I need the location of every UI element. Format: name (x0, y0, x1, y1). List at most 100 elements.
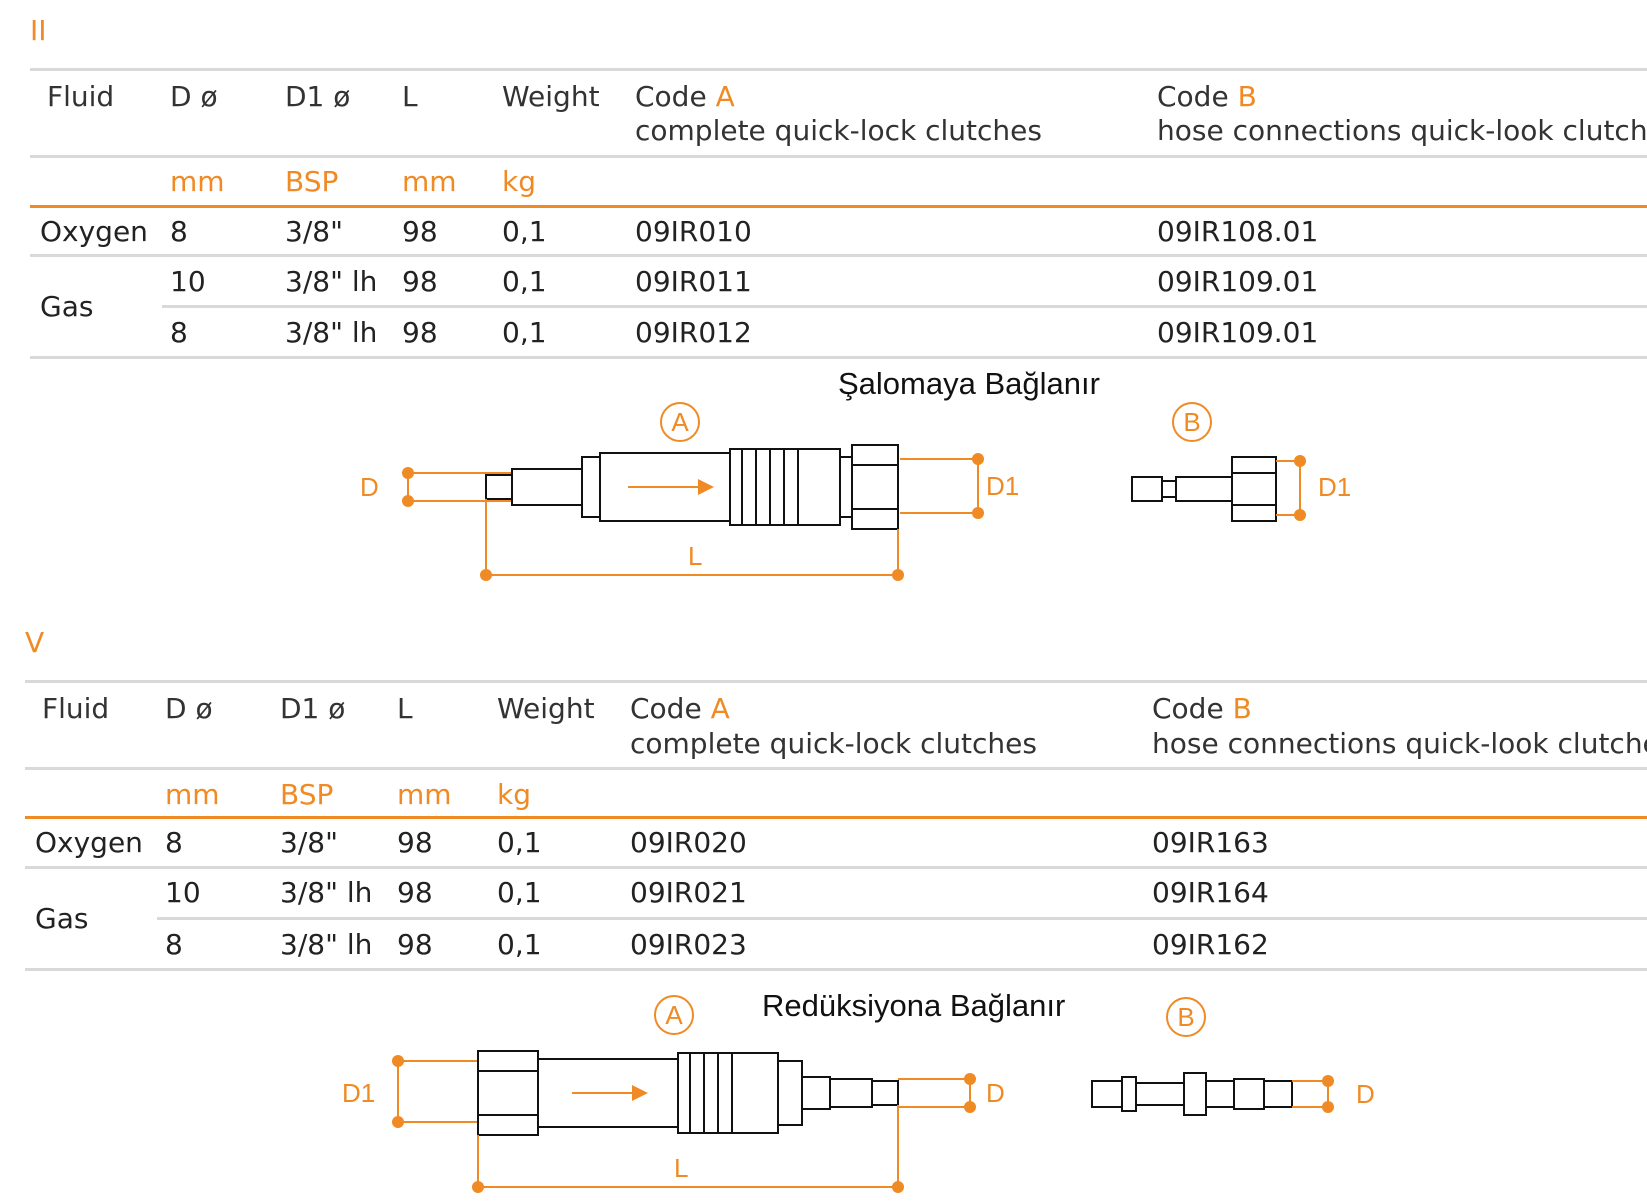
dim-d1-label: D1 (342, 1078, 375, 1108)
header-rule (25, 767, 1647, 770)
unit-d: mm (165, 778, 220, 811)
row-3-d1: 3/8" lh (280, 928, 373, 961)
header-weight: Weight (497, 692, 595, 725)
label-a-text: A (665, 1000, 683, 1030)
row-1-l: 98 (402, 215, 438, 248)
unit-weight: kg (497, 778, 531, 811)
row-2-l: 98 (402, 265, 438, 298)
unit-d1: BSP (280, 778, 334, 811)
header-code-a-desc: complete quick-lock clutches (635, 114, 1042, 147)
dim-b-d1-label: D1 (1318, 472, 1351, 502)
header-code-b-letter: B (1237, 80, 1257, 113)
header-code-a-letter: A (710, 692, 730, 725)
section-label-v: V (25, 626, 45, 659)
header-rule (30, 155, 1647, 158)
unit-l: mm (397, 778, 452, 811)
row-3-code-a: 09IR012 (635, 316, 752, 349)
header-d: D ø (165, 692, 213, 725)
dim-d-label: D (986, 1078, 1005, 1108)
row-1-code-a: 09IR010 (635, 215, 752, 248)
header-weight: Weight (502, 80, 600, 113)
row-2-code-a: 09IR021 (630, 876, 747, 909)
row-2-fluid: Gas (35, 902, 89, 935)
header-code-a-desc: complete quick-lock clutches (630, 727, 1037, 760)
header-fluid: Fluid (42, 692, 110, 725)
row-3-weight: 0,1 (497, 928, 542, 961)
row-2-d: 10 (170, 265, 206, 298)
table-bottom-rule (25, 968, 1647, 971)
row-2-l: 98 (397, 876, 433, 909)
table-top-rule (25, 680, 1647, 683)
row-1-fluid: Oxygen (35, 826, 143, 859)
row-2-d1: 3/8" lh (280, 876, 373, 909)
row-1-weight: 0,1 (502, 215, 547, 248)
dim-b-d-label: D (1356, 1079, 1375, 1109)
header-fluid: Fluid (47, 80, 115, 113)
row-rule (157, 917, 1647, 920)
connector-diagram-ii: A D D1 L B D1 (360, 402, 1351, 581)
row-3-d: 8 (165, 928, 183, 961)
label-a-text: A (671, 407, 689, 437)
header-d: D ø (170, 80, 218, 113)
row-1-weight: 0,1 (497, 826, 542, 859)
row-2-code-b: 09IR109.01 (1157, 265, 1319, 298)
row-3-code-a: 09IR023 (630, 928, 747, 961)
header-code-b-letter: B (1232, 692, 1252, 725)
row-2-d: 10 (165, 876, 201, 909)
row-2-fluid: Gas (40, 290, 94, 323)
connector-diagram-v: A D1 D L B D (342, 995, 1375, 1193)
header-code-b-desc: hose connections quick-look clutche (1152, 727, 1647, 760)
row-2-code-b: 09IR164 (1152, 876, 1269, 909)
label-b-circle (1172, 402, 1212, 442)
row-1-d: 8 (165, 826, 183, 859)
header-l: L (397, 692, 413, 725)
header-code-a-prefix: Code (630, 692, 702, 725)
table-top-rule (30, 68, 1647, 71)
diagram-caption-v: Redüksiyona Bağlanır (762, 988, 1066, 1023)
row-2-code-a: 09IR011 (635, 265, 752, 298)
label-a-circle (660, 402, 700, 442)
row-1-d1: 3/8" (280, 826, 338, 859)
header-d1: D1 ø (285, 80, 351, 113)
dim-l-label: L (674, 1153, 688, 1183)
row-1-fluid: Oxygen (40, 215, 148, 248)
label-b-text: B (1177, 1002, 1194, 1032)
row-2-weight: 0,1 (502, 265, 547, 298)
row-3-d1: 3/8" lh (285, 316, 378, 349)
header-d1: D1 ø (280, 692, 346, 725)
dim-l-label: L (688, 541, 702, 571)
row-2-weight: 0,1 (497, 876, 542, 909)
units-rule (30, 205, 1647, 208)
units-rule (25, 816, 1647, 819)
row-1-d: 8 (170, 215, 188, 248)
row-1-code-b: 09IR163 (1152, 826, 1269, 859)
header-code-a: Code A (635, 80, 735, 114)
row-3-d: 8 (170, 316, 188, 349)
header-code-b-prefix: Code (1152, 692, 1224, 725)
row-1-l: 98 (397, 826, 433, 859)
row-3-code-b: 09IR162 (1152, 928, 1269, 961)
label-b-text: B (1183, 407, 1200, 437)
header-code-a-letter: A (715, 80, 735, 113)
unit-weight: kg (502, 165, 536, 198)
unit-d: mm (170, 165, 225, 198)
section-label-ii: II (30, 14, 47, 47)
diagram-caption-ii: Şalomaya Bağlanır (838, 366, 1100, 401)
row-3-l: 98 (397, 928, 433, 961)
header-code-b: Code B (1152, 692, 1252, 726)
header-code-a-prefix: Code (635, 80, 707, 113)
row-rule (30, 254, 1647, 257)
row-rule (25, 866, 1647, 869)
label-a-circle (654, 995, 694, 1035)
header-code-b: Code B (1157, 80, 1257, 114)
row-3-l: 98 (402, 316, 438, 349)
header-code-b-prefix: Code (1157, 80, 1229, 113)
row-2-d1: 3/8" lh (285, 265, 378, 298)
row-1-code-b: 09IR108.01 (1157, 215, 1319, 248)
row-rule (162, 305, 1647, 308)
row-3-code-b: 09IR109.01 (1157, 316, 1319, 349)
header-l: L (402, 80, 418, 113)
label-b-circle (1166, 997, 1206, 1037)
table-bottom-rule (30, 356, 1647, 359)
header-code-a: Code A (630, 692, 730, 726)
